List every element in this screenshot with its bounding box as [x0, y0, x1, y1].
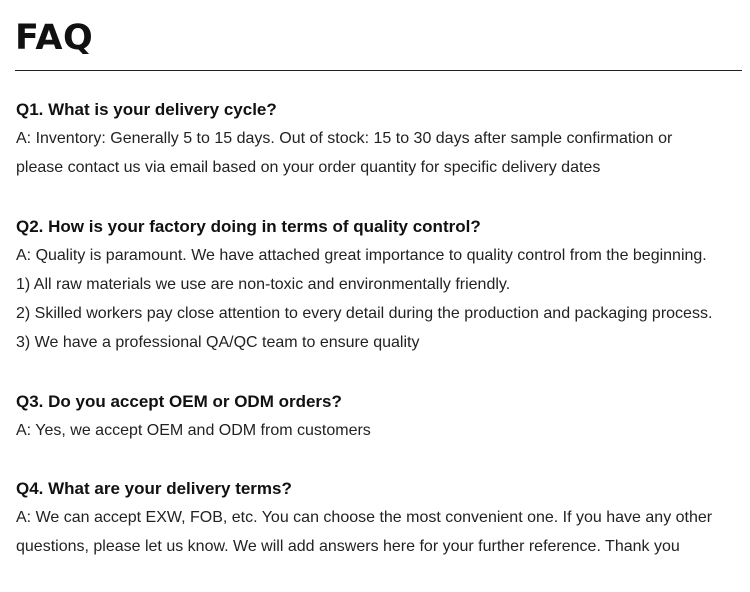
faq-answer-line: A: Yes, we accept OEM and ODM from custo…: [16, 421, 371, 439]
faq-answer-line: please contact us via email based on you…: [16, 159, 601, 177]
faq-question: Q1. What is your delivery cycle?: [16, 100, 277, 119]
faq-item-q3: Q3. Do you accept OEM or ODM orders? A: …: [16, 388, 746, 445]
faq-answer-line: A: Quality is paramount. We have attache…: [16, 246, 707, 264]
faq-answer-line: A: We can accept EXW, FOB, etc. You can …: [16, 509, 713, 527]
faq-answer-line: questions, please let us know. We will a…: [16, 538, 680, 556]
faq-item-q1: Q1. What is your delivery cycle? A: Inve…: [16, 96, 746, 183]
page-title: FAQ: [15, 18, 94, 58]
faq-question: Q3. Do you accept OEM or ODM orders?: [16, 391, 342, 411]
faq-answer-line: 3) We have a professional QA/QC team to …: [16, 334, 420, 352]
faq-question: Q2. How is your factory doing in terms o…: [16, 216, 481, 236]
faq-answer-line: A: Inventory: Generally 5 to 15 days. Ou…: [16, 130, 673, 147]
faq-question: Q4. What are your delivery terms?: [16, 479, 292, 499]
faq-answer-line: 1) All raw materials we use are non-toxi…: [16, 275, 511, 293]
faq-list: Q1. What is your delivery cycle? A: Inve…: [16, 96, 746, 592]
title-divider: [15, 70, 742, 71]
faq-answer-line: 2) Skilled workers pay close attention t…: [16, 305, 713, 323]
faq-item-q4: Q4. What are your delivery terms? A: We …: [16, 475, 746, 562]
faq-item-q2: Q2. How is your factory doing in terms o…: [16, 213, 746, 358]
